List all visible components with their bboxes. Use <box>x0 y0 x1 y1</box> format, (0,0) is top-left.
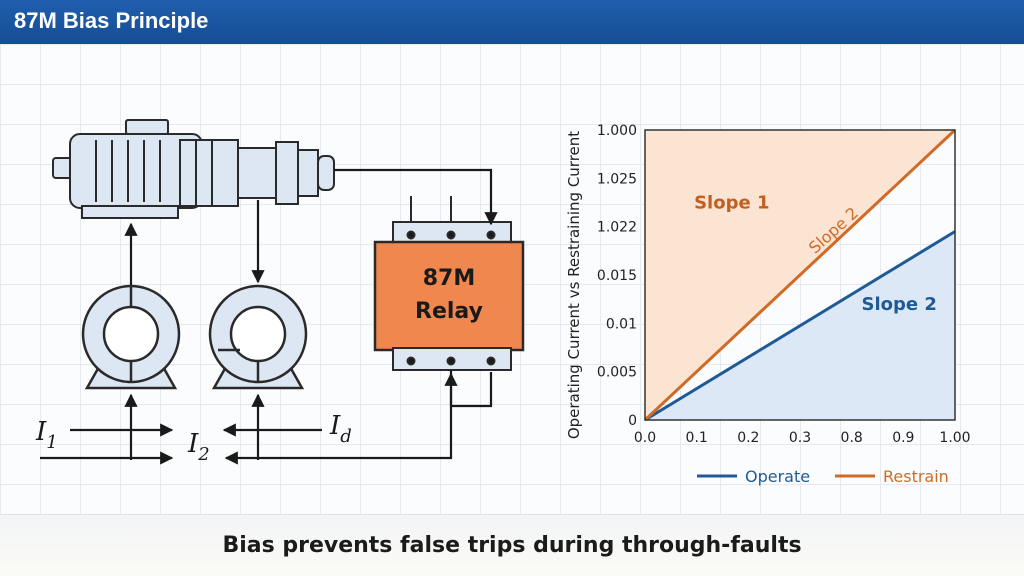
current-transformer-1 <box>81 284 181 390</box>
i1-label: I1 <box>35 417 58 453</box>
x-tick-label: 0.8 <box>841 430 863 446</box>
legend-operate-label: Operate <box>745 467 810 486</box>
x-tick-label: 0.3 <box>789 430 811 446</box>
legend-restrain-label: Restrain <box>883 467 949 486</box>
x-tick-label: 0.1 <box>686 430 708 446</box>
id-label: Id <box>329 411 352 447</box>
current-transformer-2 <box>208 284 308 390</box>
plot-frame <box>644 129 956 421</box>
wiring <box>40 168 498 465</box>
y-tick-label: 0 <box>628 413 637 429</box>
y-axis-label: Operating Current vs Restraining Current <box>565 131 583 439</box>
caption-text: Bias prevents false trips during through… <box>222 533 802 558</box>
slope-2-label: Slope 2 <box>862 294 937 315</box>
relay-side-wire <box>451 372 493 408</box>
i2-label: I2 <box>187 429 210 465</box>
y-tick-label: 1.022 <box>597 220 637 236</box>
operate-series-line <box>644 230 956 422</box>
relay-block <box>373 196 525 371</box>
motor-to-relay-wire <box>334 168 498 226</box>
page-title: 87M Bias Principle <box>14 8 209 33</box>
caption-bar: Bias prevents false trips during through… <box>0 514 1024 576</box>
title-bar: 87M Bias Principle <box>0 0 1024 44</box>
slope-1-label: Slope 1 <box>694 192 769 213</box>
y-tick-label: 0.005 <box>597 365 637 381</box>
chart-legend: Operate Restrain <box>697 467 949 486</box>
bias-characteristic-chart: 0 0.005 0.01 0.015 1.022 1.025 1.000 0.0 0.1 0.2… <box>565 123 971 486</box>
relay-label-line2: Relay <box>415 299 483 324</box>
y-axis-ticks: 0 0.005 0.01 0.015 1.022 1.025 1.000 <box>597 123 637 429</box>
x-tick-label: 0.2 <box>737 430 759 446</box>
x-tick-label: 0.0 <box>634 430 656 446</box>
motor <box>52 119 335 219</box>
y-tick-label: 0.015 <box>597 268 637 284</box>
y-tick-label: 1.025 <box>597 171 637 187</box>
x-axis-ticks: 0.0 0.1 0.2 0.3 0.8 0.9 1.00 <box>634 430 971 446</box>
restrain-series-line <box>643 128 957 422</box>
relay-label-line1: 87M <box>423 266 476 291</box>
x-tick-label: 1.00 <box>939 430 970 446</box>
x-tick-label: 0.9 <box>892 430 914 446</box>
y-tick-label: 0.01 <box>606 316 637 332</box>
y-tick-label: 1.000 <box>597 123 637 139</box>
